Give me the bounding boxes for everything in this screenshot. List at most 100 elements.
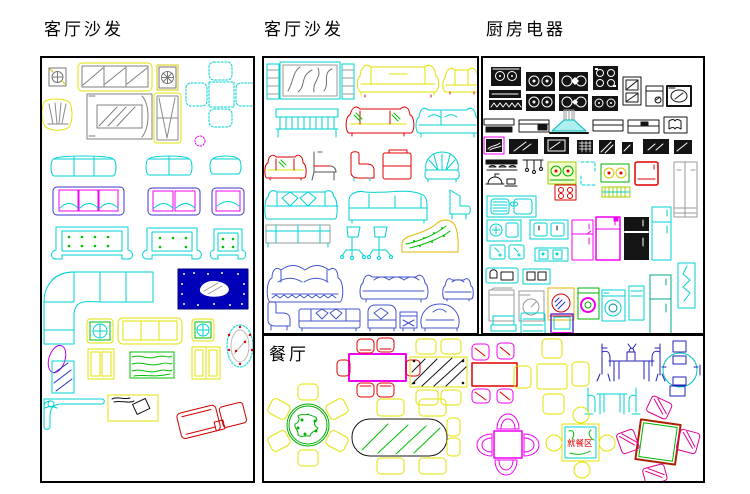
sink-counter-icon <box>486 268 518 283</box>
dining-table-rotated-green-icon <box>616 395 701 481</box>
wall-cabinet-icon <box>623 77 641 105</box>
fan-box-icon <box>49 68 66 86</box>
side-table-icon <box>87 319 113 343</box>
sofa-1seat-icon <box>210 156 241 174</box>
armchair-red-icon <box>265 155 306 180</box>
dining-set-elevation-blue-icon <box>597 344 665 381</box>
pot-shelf-icon <box>486 160 517 170</box>
small-cabinet-icon <box>88 349 114 379</box>
tv-cabinet-icon <box>78 63 152 91</box>
dining-table-cross-yellow-icon <box>514 339 589 414</box>
oven-2ring-icon <box>526 72 555 91</box>
panel-living-elev <box>262 56 479 335</box>
fridge-teal-icon <box>650 275 671 333</box>
section-title-living-plan: 客厅沙发 <box>44 20 124 40</box>
section-title-kitchen: 厨房电器 <box>486 20 566 40</box>
reception-desk-icon <box>44 399 104 429</box>
sofa-1seat-cushion-icon <box>212 188 244 215</box>
sofa-pillows-blue-icon <box>299 309 360 331</box>
sofa-outline-icon <box>266 225 330 247</box>
washer-yellow-icon <box>548 288 574 320</box>
sofa-2seat-cushion-icon <box>148 188 200 215</box>
lounge-set-rotated-icon <box>176 398 247 439</box>
cabinet-narrow-icon <box>629 286 644 320</box>
oval-mirror-icon <box>227 325 253 367</box>
basin-2-icon <box>523 269 550 284</box>
chair-side-gray-icon <box>312 152 336 180</box>
radio-icon <box>577 140 593 154</box>
water-heater-zigzag-icon <box>678 263 695 308</box>
dishwasher-icon <box>646 86 663 106</box>
sink-double-icon <box>487 196 536 217</box>
panel-kitchen <box>481 56 705 335</box>
cooktop-2burner-icon <box>491 67 521 86</box>
sofa-3cushion-blue-icon <box>360 275 428 302</box>
armchair-round-blue-icon <box>421 304 459 331</box>
sofa-2seat-dots-icon <box>143 228 202 259</box>
grill-strip-icon <box>489 100 522 110</box>
shelf-2-icon <box>519 120 549 132</box>
armchair-blue-icon <box>443 279 474 301</box>
desk-with-chair-icon <box>108 395 158 421</box>
table-4-chairs-icon <box>186 62 253 127</box>
fridge-tall-gray-icon <box>674 162 697 217</box>
dining-table-canteen-icon: 就餐区 <box>546 407 615 478</box>
washer-cyan-icon <box>602 290 625 321</box>
sofa-3seat-yellow-icon <box>118 318 182 344</box>
office-chair-icon <box>341 227 366 260</box>
sofa-3seat-icon <box>51 156 116 176</box>
cooktop-4burner-red-icon <box>555 185 576 200</box>
chaise-lounge-icon <box>402 220 458 252</box>
tv-icon <box>509 139 538 154</box>
microwave-purple-icon <box>551 314 573 333</box>
dot-circle-icon <box>195 136 205 146</box>
office-chair-2-icon <box>368 227 393 260</box>
rug-green-icon <box>130 352 174 378</box>
vent-strip-icon <box>489 90 521 98</box>
fridge-tall-magenta-icon <box>596 217 620 260</box>
panel-living-plan <box>40 56 255 483</box>
sink-single-icon <box>487 220 521 241</box>
curtain-panel-icon <box>154 93 181 143</box>
cooktop-2ring-icon <box>592 96 618 111</box>
oven-diamond-2-icon <box>559 94 588 111</box>
gas-hob-green-2-icon <box>601 164 629 182</box>
book-cabinet-icon <box>664 117 687 133</box>
armchair-pillow-blue-icon <box>368 305 396 331</box>
armchair-red-side-icon <box>351 152 374 181</box>
dining-table-round-green-icon <box>266 384 349 466</box>
dashed-corner-icon <box>581 162 595 185</box>
basin-long-icon <box>535 248 568 261</box>
shelf-unit-cyan-icon <box>521 313 545 333</box>
gas-hob-green-icon <box>548 162 576 184</box>
range-hood-icon <box>550 110 588 133</box>
screen-with-plant-icon <box>267 62 354 99</box>
dishwasher-cyan-icon <box>491 316 516 331</box>
tv-2-icon <box>544 137 569 154</box>
sofa-3seat-cushion-icon <box>53 187 124 215</box>
oven-diamond-icon <box>559 72 588 91</box>
tv-6-icon <box>674 140 692 154</box>
chair-side-blue-icon <box>268 302 290 330</box>
section-title-living-elev: 客厅沙发 <box>264 20 344 40</box>
tv-4-icon <box>622 142 633 154</box>
hanging-rack-icon <box>523 160 543 174</box>
side-table-blue-icon <box>400 312 417 331</box>
sofa-3seat-front-icon <box>357 65 438 97</box>
washer-drum-gray-icon <box>519 291 544 321</box>
fridge-small-red-icon <box>635 162 658 185</box>
sofa-set-combo-icon <box>87 94 152 139</box>
sofa-long-icon <box>349 191 427 223</box>
shelf-4-icon <box>628 120 659 133</box>
sofa-2seat-icon <box>146 156 192 175</box>
canteen-area-text: 就餐区 <box>567 438 593 449</box>
fridge-tall-cyan-icon <box>652 207 671 260</box>
tv-3-icon <box>599 140 615 154</box>
wardrobe-icon <box>192 347 220 379</box>
shelf-icon <box>484 119 514 132</box>
vent-grid-icon <box>602 187 630 197</box>
sofa-1seat-dots-icon <box>210 229 246 259</box>
corner-sofa-icon <box>44 272 153 344</box>
shelf-3-icon <box>593 120 623 131</box>
